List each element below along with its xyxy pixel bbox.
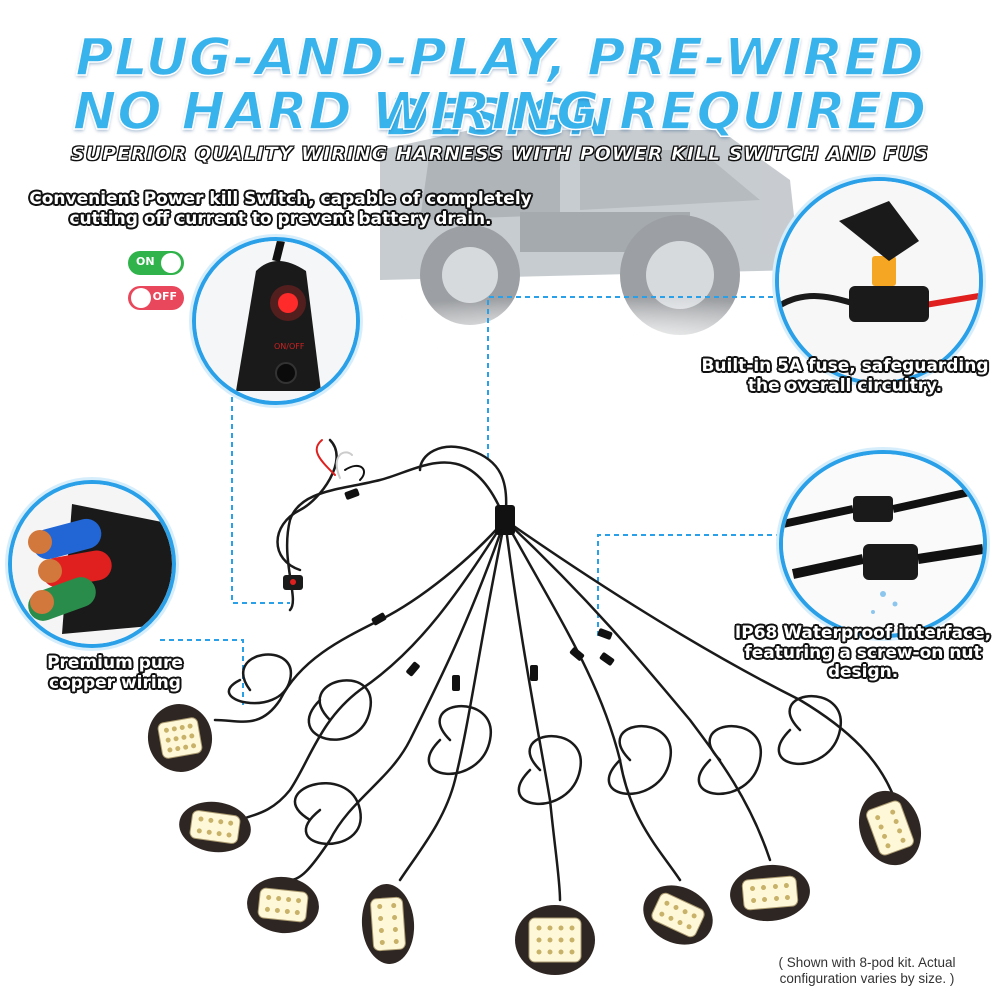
copper-connector-line bbox=[160, 639, 244, 705]
toggle-on-icon: ON bbox=[128, 251, 184, 275]
toggle-off-label: OFF bbox=[152, 290, 177, 303]
toggle-on-label: ON bbox=[136, 255, 155, 268]
kill-switch-description: Convenient Power kill Switch, capable of… bbox=[29, 189, 532, 229]
copper-wire-closeup bbox=[8, 480, 176, 648]
switch-label: ON/OFF bbox=[274, 342, 305, 351]
toggle-off-icon: OFF bbox=[128, 286, 184, 310]
switch-connector-line bbox=[231, 397, 290, 604]
fuse-connector-line bbox=[487, 296, 800, 460]
kill-switch-closeup: ON/OFF bbox=[192, 237, 360, 405]
waterproof-connector-closeup bbox=[779, 450, 987, 638]
kit-size-footnote: ( Shown with 8-pod kit. Actual configura… bbox=[778, 955, 956, 987]
truck-background-image bbox=[0, 130, 1000, 420]
headline-line-2: NO HARD WIRING REQUIRED bbox=[72, 81, 928, 143]
headline-subtitle: SUPERIOR QUALITY WIRING HARNESS WITH POW… bbox=[71, 143, 929, 165]
ip68-connector-line bbox=[597, 534, 790, 640]
fuse-description: Built-in 5A fuse, safeguarding the overa… bbox=[701, 356, 989, 396]
copper-wiring-description: Premium pure copper wiring bbox=[47, 653, 183, 693]
waterproof-interface-description: IP68 Waterproof interface, featuring a s… bbox=[734, 623, 992, 683]
led-pods bbox=[147, 704, 922, 975]
headline-line-1: PLUG-AND-PLAY, PRE-WIRED DESIGN bbox=[75, 27, 925, 149]
fuse-closeup bbox=[775, 177, 983, 385]
